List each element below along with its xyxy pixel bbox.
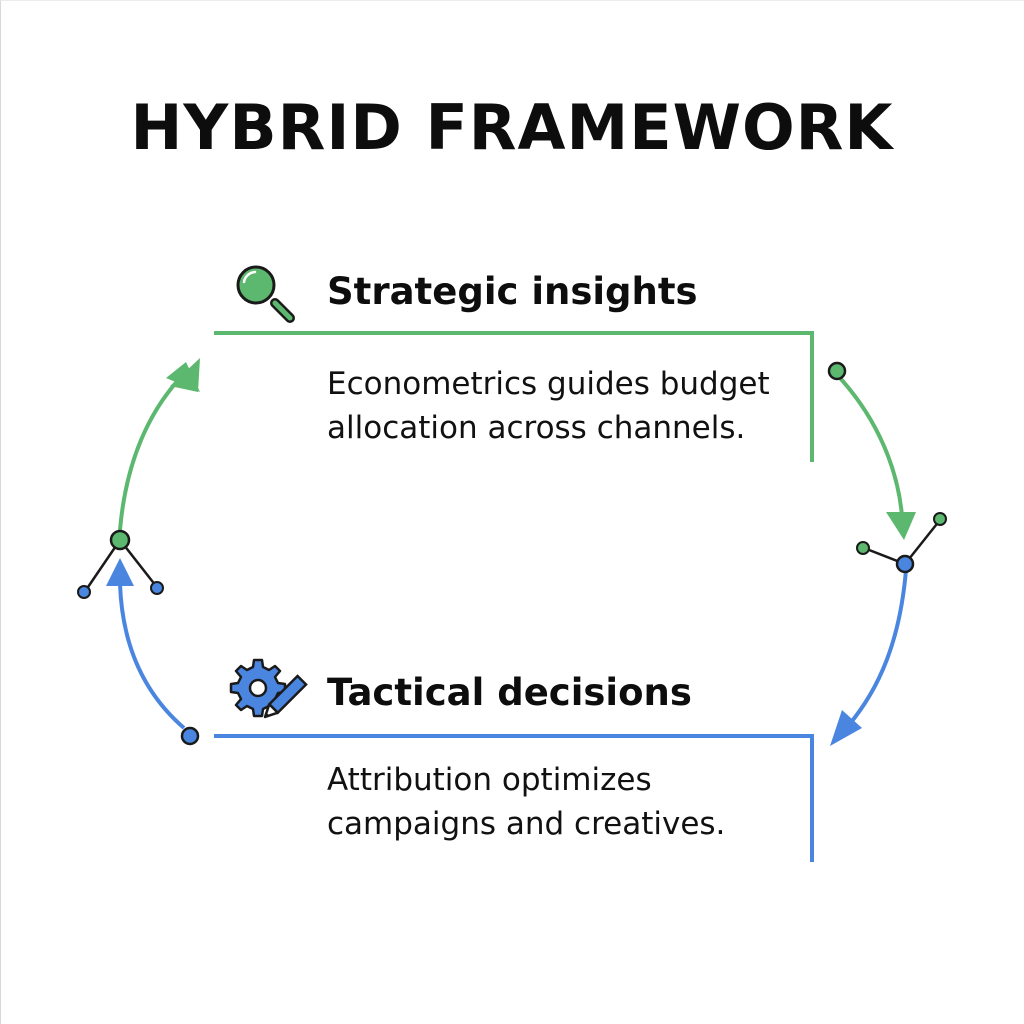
arc-right-green bbox=[838, 376, 904, 517]
tactical-bracket bbox=[214, 734, 814, 862]
magnifier-icon bbox=[236, 265, 295, 323]
arc-left-blue bbox=[118, 583, 186, 730]
arrowhead-right-green bbox=[886, 512, 916, 540]
strategic-heading: Strategic insights bbox=[327, 270, 698, 313]
strategic-description: Econometrics guides budget allocation ac… bbox=[327, 366, 770, 446]
arc-right-blue bbox=[846, 569, 908, 728]
tactical-description: Attribution optimizes campaigns and crea… bbox=[327, 762, 726, 842]
arrowhead-left-blue bbox=[106, 558, 134, 586]
arc-left-green bbox=[118, 374, 184, 531]
tactical-heading: Tactical decisions bbox=[327, 671, 692, 714]
diagram-title: HYBRID FRAMEWORK bbox=[130, 91, 894, 164]
right-branch-node bbox=[856, 512, 947, 574]
arrowhead-right-blue bbox=[830, 710, 862, 746]
strategic-bracket bbox=[214, 331, 814, 462]
node-top-right bbox=[827, 361, 847, 381]
left-branch-node bbox=[77, 529, 164, 599]
gear-pencil-icon bbox=[229, 658, 308, 719]
arrowhead-left-green-tip bbox=[170, 358, 200, 392]
node-bottom-left bbox=[180, 726, 200, 746]
